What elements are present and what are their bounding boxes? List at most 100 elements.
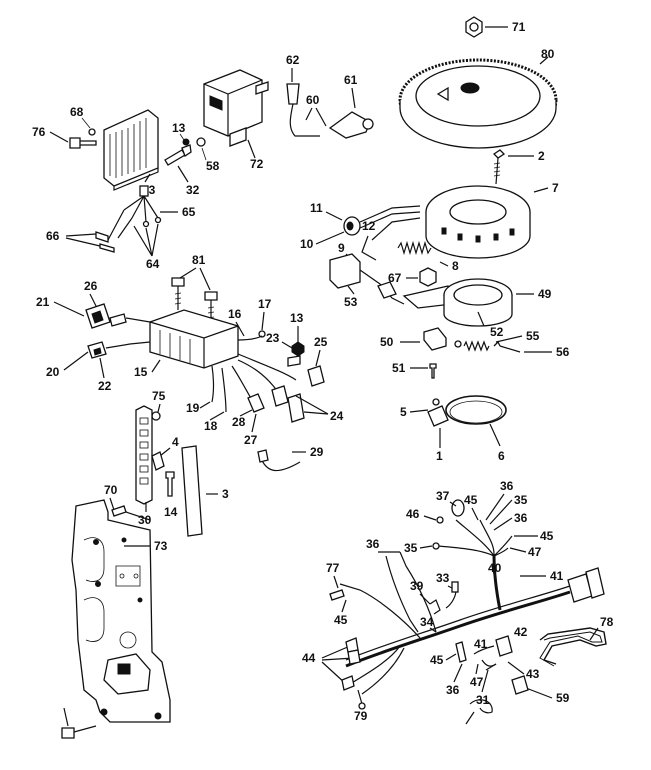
part-8-spring: 8: [397, 240, 459, 273]
callout-27: 27: [244, 433, 258, 447]
callout-37: 37: [436, 489, 450, 503]
harness-callouts-upper: 37 45 36 35 46 36 45 35 47 40 36: [366, 479, 554, 575]
callout-39: 39: [410, 579, 424, 593]
callout-12: 12: [362, 219, 376, 233]
callout-45: 45: [334, 613, 348, 627]
part-68-washer: 68: [70, 105, 96, 136]
callout-41: 41: [550, 569, 564, 583]
part-53-timer-sensor: 53: [329, 253, 405, 309]
callout-15: 15: [134, 365, 148, 379]
callout-71: 71: [512, 20, 526, 34]
callout-79: 79: [354, 709, 368, 723]
callout-36: 36: [500, 479, 514, 493]
part-11-10-connector: 11 10 12 9: [300, 201, 421, 261]
callout-62: 62: [286, 53, 300, 67]
callout-78: 78: [600, 615, 614, 629]
callout-65: 65: [182, 205, 196, 219]
part-50-timer-link: 50: [380, 327, 447, 351]
part-29-lead: 29: [257, 445, 324, 472]
callout-73: 73: [154, 539, 168, 553]
part-70-screw: 70: [104, 483, 151, 521]
part-13-washer: 13: [172, 121, 190, 146]
part-67-nut: 67: [388, 267, 437, 287]
callout-56: 56: [556, 345, 570, 359]
callout-49: 49: [538, 287, 552, 301]
power-pack-harness: 19 18 28 27 24: [186, 353, 344, 447]
part-3-cover: 3: [181, 445, 229, 537]
callout-28: 28: [232, 415, 246, 429]
part-1-clip: 1: [436, 428, 443, 463]
part-72-ignition-coil: 72: [203, 69, 269, 171]
callout-1: 1: [436, 449, 443, 463]
callout-40: 40: [488, 561, 502, 575]
callout-67: 67: [388, 271, 402, 285]
callout-13: 13: [290, 311, 304, 325]
part-32-screw: 32: [164, 144, 200, 197]
part-14-screw: 14: [164, 471, 178, 519]
part-51-screw: 51: [392, 361, 437, 379]
harness-callouts-lower: 77 45 39 33 34 42 41 45 43 47 36 31 59 4…: [302, 561, 614, 725]
callout-50: 50: [380, 335, 394, 349]
callout-44: 44: [302, 651, 316, 665]
callout-36: 36: [514, 511, 528, 525]
callout-35: 35: [404, 541, 418, 555]
callout-53: 53: [344, 295, 358, 309]
callout-22: 22: [98, 379, 112, 393]
part-80-flywheel: 80: [398, 47, 558, 149]
part-25-connector: 25: [307, 335, 328, 387]
callout-42: 42: [514, 625, 528, 639]
callout-36: 36: [366, 537, 380, 551]
callout-10: 10: [300, 237, 314, 251]
part-76-screw: 76: [32, 125, 97, 149]
callout-45: 45: [464, 493, 478, 507]
callout-24: 24: [330, 409, 344, 423]
callout-77: 77: [326, 561, 340, 575]
callout-4: 4: [172, 435, 179, 449]
callout-23: 23: [266, 331, 280, 345]
callout-47: 47: [470, 675, 484, 689]
callout-68: 68: [70, 105, 84, 119]
callout-19: 19: [186, 401, 200, 415]
part-5-screw: 5: [400, 398, 449, 427]
callout-17: 17: [258, 297, 272, 311]
callout-45: 45: [540, 529, 554, 543]
part-2-screw: 2: [492, 149, 545, 185]
part-23-terminal: 23: [266, 331, 301, 367]
callout-9: 9: [338, 241, 345, 255]
callout-34: 34: [420, 615, 434, 629]
callout-81: 81: [192, 253, 206, 267]
callout-60: 60: [306, 93, 320, 107]
callout-80: 80: [541, 47, 555, 61]
part-7-stator: 7: [425, 181, 559, 259]
callout-2: 2: [538, 149, 545, 163]
callout-41: 41: [474, 637, 488, 651]
part-61-spark-plug-boot: 61 60: [305, 73, 374, 139]
part-15-power-pack: 15: [134, 309, 239, 379]
callout-45: 45: [430, 653, 444, 667]
callout-6: 6: [498, 449, 505, 463]
callout-75: 75: [152, 389, 166, 403]
callout-51: 51: [392, 361, 406, 375]
callout-26: 26: [84, 279, 98, 293]
callout-18: 18: [204, 419, 218, 433]
callout-25: 25: [314, 335, 328, 349]
callout-7: 7: [552, 181, 559, 195]
callout-16: 16: [228, 307, 242, 321]
callout-66: 66: [46, 229, 60, 243]
part-13-nut: 13: [290, 311, 305, 357]
part-62-spark-plug-boot: 62: [286, 53, 320, 137]
harness-callouts-misc: 36 38 69: [385, 555, 419, 633]
callout-20: 20: [46, 365, 60, 379]
callout-55: 55: [526, 329, 540, 343]
callout-3: 3: [222, 487, 229, 501]
callout-5: 5: [400, 405, 407, 419]
callout-32: 32: [186, 183, 200, 197]
callout-61: 61: [344, 73, 358, 87]
callout-43: 43: [526, 667, 540, 681]
part-58-washer: 58: [196, 137, 220, 173]
part-6-ring: 6: [445, 395, 507, 463]
callout-36: 36: [446, 683, 460, 697]
callout-58: 58: [206, 159, 220, 173]
